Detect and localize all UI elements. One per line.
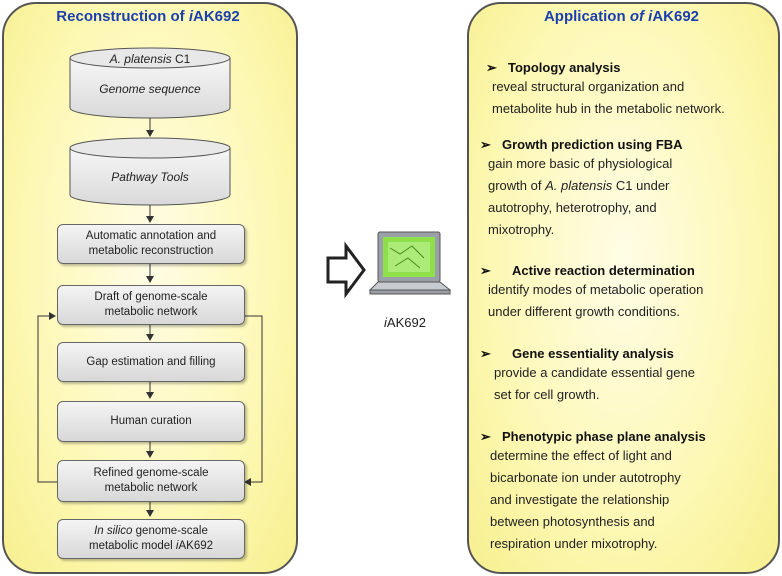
reconstruction-flow-connectors bbox=[37, 47, 263, 517]
feedback-loop-right bbox=[243, 315, 263, 486]
pathway-tools-database-icon bbox=[69, 137, 231, 206]
genome-source-label: A. platensis C1 bbox=[109, 52, 191, 66]
right-arrow-icon bbox=[326, 241, 366, 299]
genome-sequence-label: Genome sequence bbox=[99, 82, 201, 96]
application-phenotypic-phase-plane: ➢Phenotypic phase plane analysis determi… bbox=[480, 429, 706, 551]
pathway-tools-label: Pathway Tools bbox=[111, 170, 189, 184]
application-title: Application of iAK692 bbox=[543, 8, 700, 25]
step-gap-filling: Gap estimation and filling bbox=[57, 342, 245, 382]
application-panel bbox=[467, 2, 780, 574]
application-topology: ➢Topology analysis reveal structural org… bbox=[486, 60, 725, 116]
model-label: iAK692 bbox=[384, 315, 426, 330]
application-gene-essentiality: ➢Gene essentiality analysis provide a ca… bbox=[480, 346, 695, 402]
bullet-arrow-icon: ➢ bbox=[480, 346, 491, 361]
bullet-arrow-icon: ➢ bbox=[480, 263, 491, 278]
step-human-curation: Human curation bbox=[57, 401, 245, 442]
bullet-arrow-icon: ➢ bbox=[480, 137, 491, 152]
reconstruction-title: Reconstruction of iAK692 bbox=[56, 8, 240, 25]
application-growth-prediction: ➢Growth prediction using FBA gain more b… bbox=[480, 137, 683, 237]
bullet-arrow-icon: ➢ bbox=[480, 429, 491, 444]
application-active-reaction: ➢Active reaction determination identify … bbox=[480, 263, 704, 319]
center-graphic bbox=[326, 231, 452, 299]
bullet-arrow-icon: ➢ bbox=[486, 60, 497, 75]
feedback-loop-left bbox=[37, 312, 57, 483]
laptop-icon bbox=[368, 231, 452, 295]
